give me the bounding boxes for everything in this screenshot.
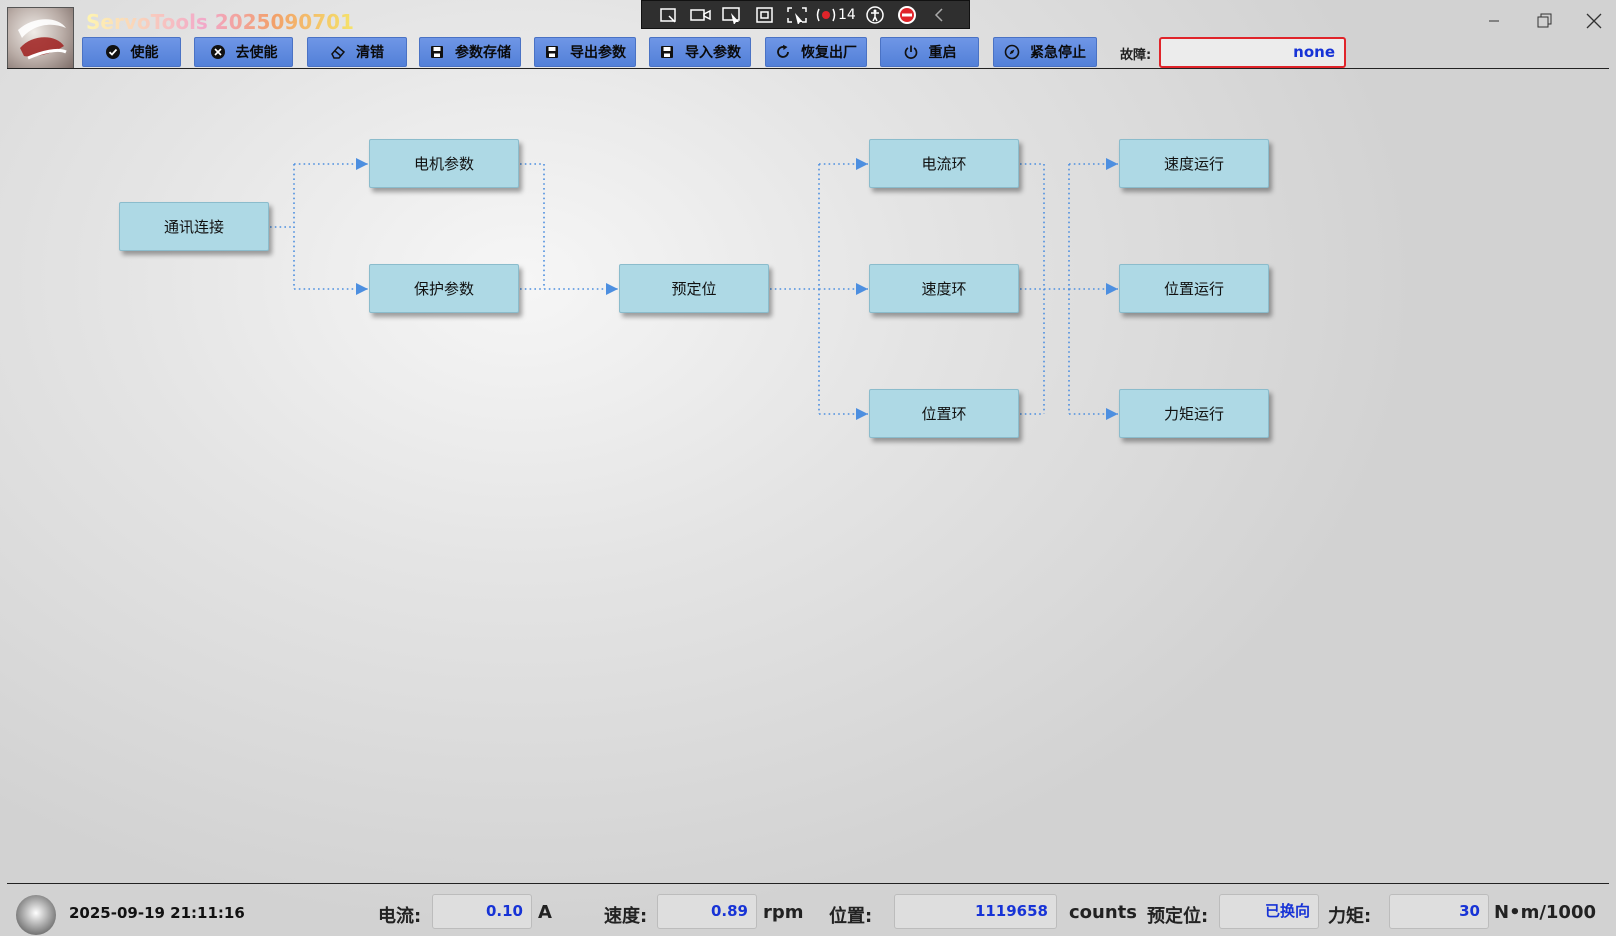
fault-status-field: none bbox=[1159, 37, 1346, 68]
accessibility-icon[interactable] bbox=[862, 5, 888, 25]
toolbar-button-label: 导入参数 bbox=[685, 45, 741, 61]
node-position-loop[interactable]: 位置环 bbox=[869, 389, 1019, 438]
position-unit: counts bbox=[1069, 902, 1137, 923]
enable-button[interactable]: 使能 bbox=[82, 37, 181, 67]
speed-unit: rpm bbox=[763, 902, 804, 923]
toolbar-button-label: 导出参数 bbox=[570, 45, 626, 61]
status-divider bbox=[7, 883, 1609, 884]
torque-label: 力矩: bbox=[1328, 906, 1372, 927]
import-params-button[interactable]: 导入参数 bbox=[649, 37, 751, 67]
disable-button[interactable]: 去使能 bbox=[194, 37, 293, 67]
screen-recorder-toolbar: 14 bbox=[641, 0, 970, 29]
pointer-select-icon[interactable] bbox=[720, 5, 746, 25]
collapse-chevron-icon[interactable] bbox=[926, 5, 952, 25]
torque-value: 30 bbox=[1389, 894, 1489, 929]
connection-status-indicator bbox=[16, 895, 56, 935]
minimize-icon[interactable] bbox=[1480, 10, 1508, 32]
x-circle-icon bbox=[210, 44, 226, 60]
node-speed-loop[interactable]: 速度环 bbox=[869, 264, 1019, 313]
stop-compass-icon bbox=[1004, 44, 1020, 60]
speed-value: 0.89 bbox=[657, 894, 757, 929]
toolbar-button-label: 参数存储 bbox=[455, 45, 511, 61]
prealign-label: 预定位: bbox=[1147, 906, 1209, 927]
save-params-button[interactable]: 参数存储 bbox=[419, 37, 521, 67]
node-comm-connect[interactable]: 通讯连接 bbox=[119, 202, 269, 251]
recording-count: 14 bbox=[838, 6, 856, 23]
prealign-value: 已换向 bbox=[1219, 894, 1319, 929]
toolbar-button-label: 去使能 bbox=[235, 45, 278, 61]
save-icon bbox=[544, 44, 560, 60]
toolbar-button-label: 使能 bbox=[130, 45, 159, 61]
node-motor-params[interactable]: 电机参数 bbox=[369, 139, 519, 188]
node-protect-params[interactable]: 保护参数 bbox=[369, 264, 519, 313]
save-icon bbox=[659, 44, 675, 60]
toolbar-button-label: 恢复出厂 bbox=[801, 45, 857, 61]
check-circle-icon bbox=[105, 44, 121, 60]
speed-label: 速度: bbox=[604, 906, 648, 927]
close-icon[interactable] bbox=[1580, 10, 1608, 32]
current-label: 电流: bbox=[378, 906, 422, 927]
node-speed-run[interactable]: 速度运行 bbox=[1119, 139, 1269, 188]
current-unit: A bbox=[538, 902, 552, 923]
fullscreen-capture-icon[interactable] bbox=[784, 5, 810, 25]
current-value: 0.10 bbox=[432, 894, 532, 929]
window-capture-icon[interactable] bbox=[752, 5, 778, 25]
app-logo bbox=[7, 7, 74, 69]
node-torque-run[interactable]: 力矩运行 bbox=[1119, 389, 1269, 438]
toolbar-button-label: 清错 bbox=[356, 45, 384, 61]
recording-counter[interactable]: 14 bbox=[816, 5, 856, 25]
position-value: 1119658 bbox=[894, 894, 1057, 929]
region-capture-icon[interactable] bbox=[656, 5, 682, 25]
video-camera-icon[interactable] bbox=[688, 5, 714, 25]
clear-error-button[interactable]: 清错 bbox=[307, 37, 407, 67]
emergency-stop-button[interactable]: 紧急停止 bbox=[993, 37, 1097, 67]
position-label: 位置: bbox=[829, 906, 873, 927]
power-icon bbox=[903, 44, 919, 60]
node-prealign[interactable]: 预定位 bbox=[619, 264, 769, 313]
factory-reset-button[interactable]: 恢复出厂 bbox=[765, 37, 867, 67]
status-datetime: 2025-09-19 21:11:16 bbox=[69, 904, 245, 922]
node-current-loop[interactable]: 电流环 bbox=[869, 139, 1019, 188]
save-icon bbox=[429, 44, 445, 60]
node-position-run[interactable]: 位置运行 bbox=[1119, 264, 1269, 313]
eraser-icon bbox=[330, 44, 346, 60]
fault-label: 故障: bbox=[1120, 48, 1152, 63]
toolbar-button-label: 重启 bbox=[928, 45, 957, 61]
restart-button[interactable]: 重启 bbox=[880, 37, 979, 67]
export-params-button[interactable]: 导出参数 bbox=[534, 37, 636, 67]
app-title: ServoTools 2025090701 bbox=[86, 10, 354, 34]
stop-record-icon[interactable] bbox=[894, 5, 920, 25]
restore-icon[interactable] bbox=[1530, 10, 1558, 32]
header-divider bbox=[7, 68, 1609, 69]
toolbar-button-label: 紧急停止 bbox=[1030, 45, 1086, 61]
refresh-icon bbox=[775, 44, 791, 60]
torque-unit: N•m/1000 bbox=[1494, 902, 1596, 923]
